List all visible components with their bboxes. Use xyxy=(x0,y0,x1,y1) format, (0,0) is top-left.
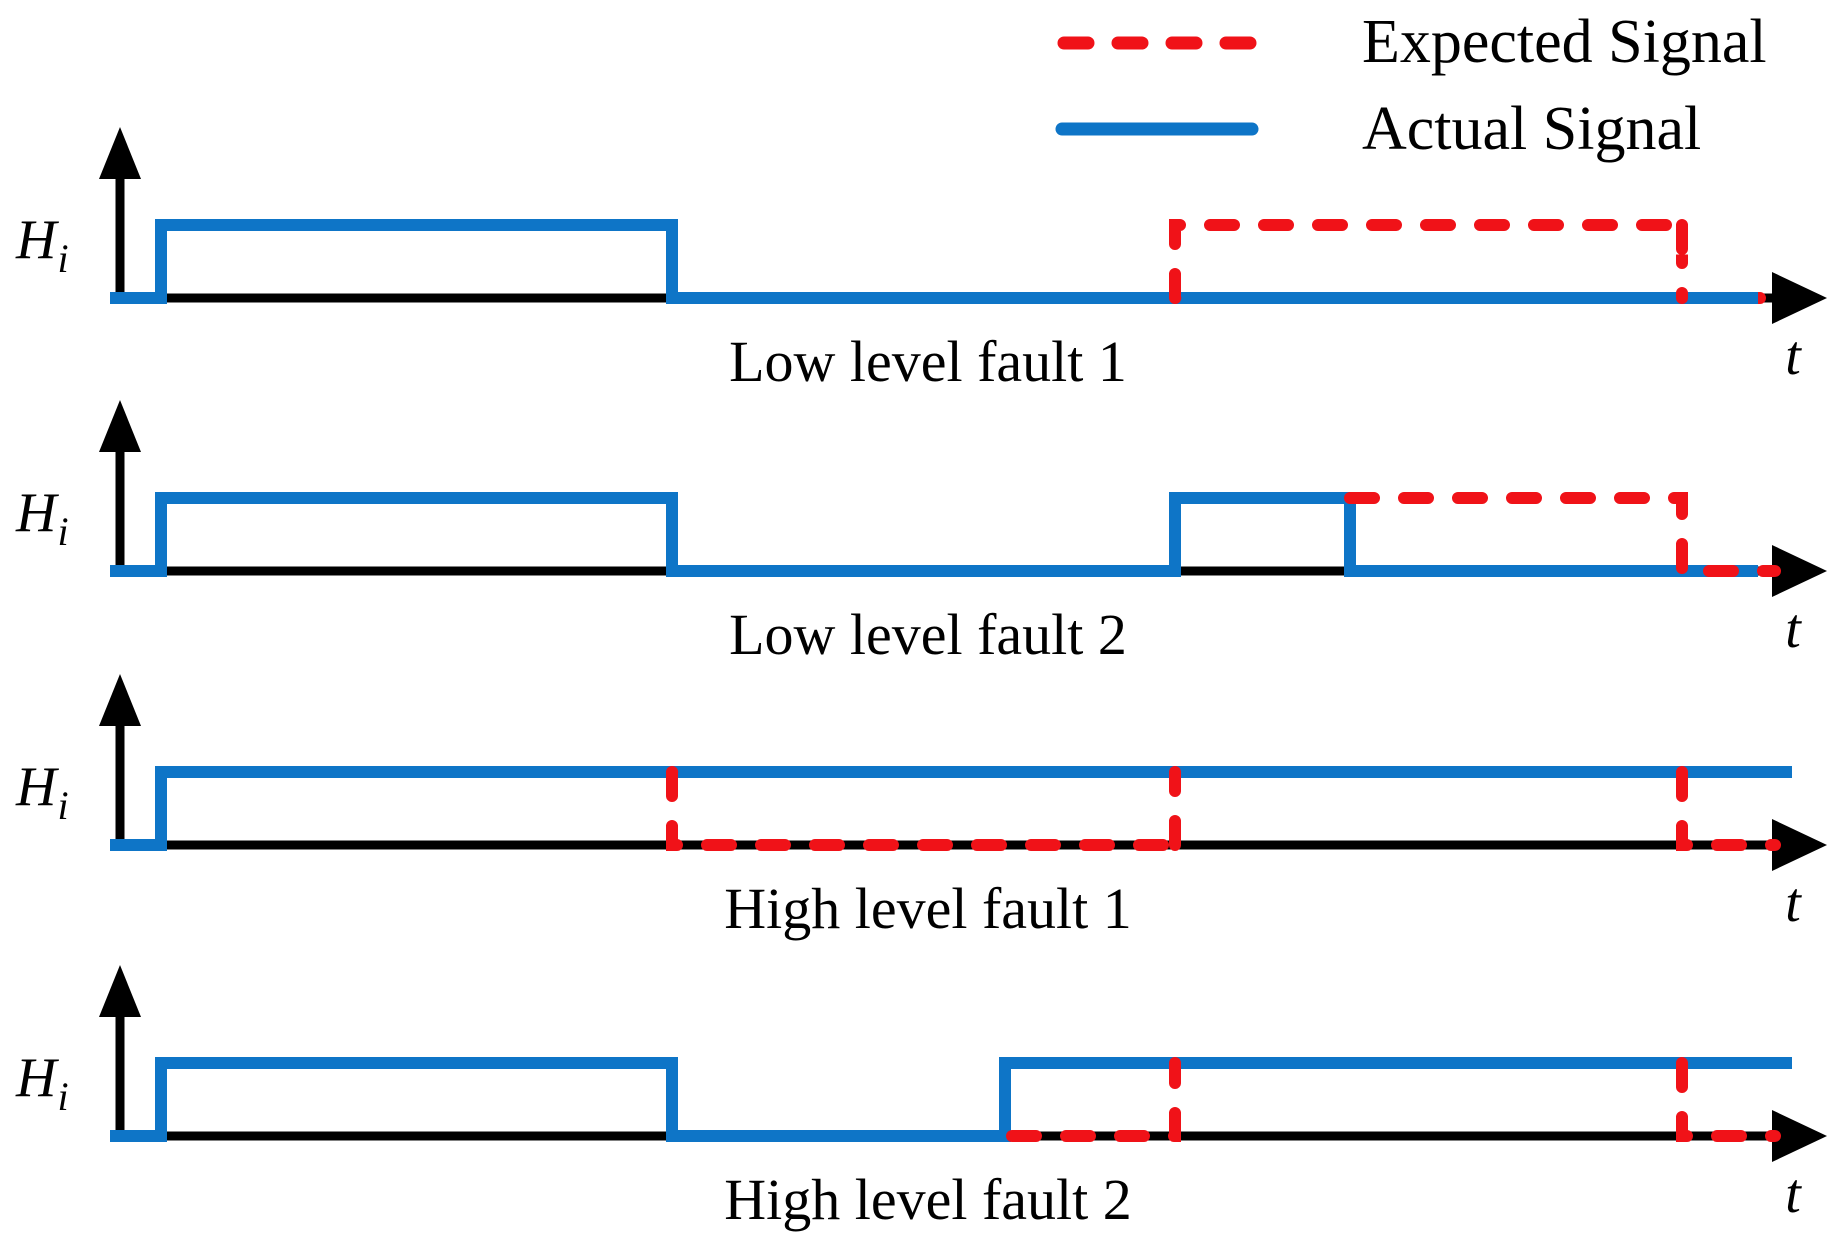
x-axis-label: t xyxy=(1785,325,1801,387)
y-axis-label: Hi xyxy=(16,209,69,281)
actual-signal-line-sample xyxy=(1055,122,1259,136)
y-axis-label: Hi xyxy=(16,1047,69,1119)
y-axis-label-main: H xyxy=(16,1047,57,1109)
y-axis-label-sub: i xyxy=(57,236,69,281)
panel-caption: Low level fault 2 xyxy=(729,602,1127,667)
legend-label-expected: Expected Signal xyxy=(1362,8,1767,76)
y-axis-label-sub: i xyxy=(57,783,69,828)
expected-signal-dash-sample xyxy=(1057,36,1267,50)
x-axis-label: t xyxy=(1785,1163,1801,1225)
y-axis-label-main: H xyxy=(16,482,57,544)
panel-caption: Low level fault 1 xyxy=(729,329,1127,394)
y-axis-label: Hi xyxy=(16,482,69,554)
y-axis-label-sub: i xyxy=(57,1074,69,1119)
y-axis-label-main: H xyxy=(16,209,57,271)
x-axis-label: t xyxy=(1785,872,1801,934)
panel-caption: High level fault 2 xyxy=(724,1167,1132,1232)
y-axis-label-main: H xyxy=(16,756,57,818)
legend-label-actual: Actual Signal xyxy=(1362,95,1702,163)
x-axis-label: t xyxy=(1785,598,1801,660)
y-axis-label: Hi xyxy=(16,756,69,828)
panel-caption: High level fault 1 xyxy=(724,876,1132,941)
y-axis-label-sub: i xyxy=(57,509,69,554)
